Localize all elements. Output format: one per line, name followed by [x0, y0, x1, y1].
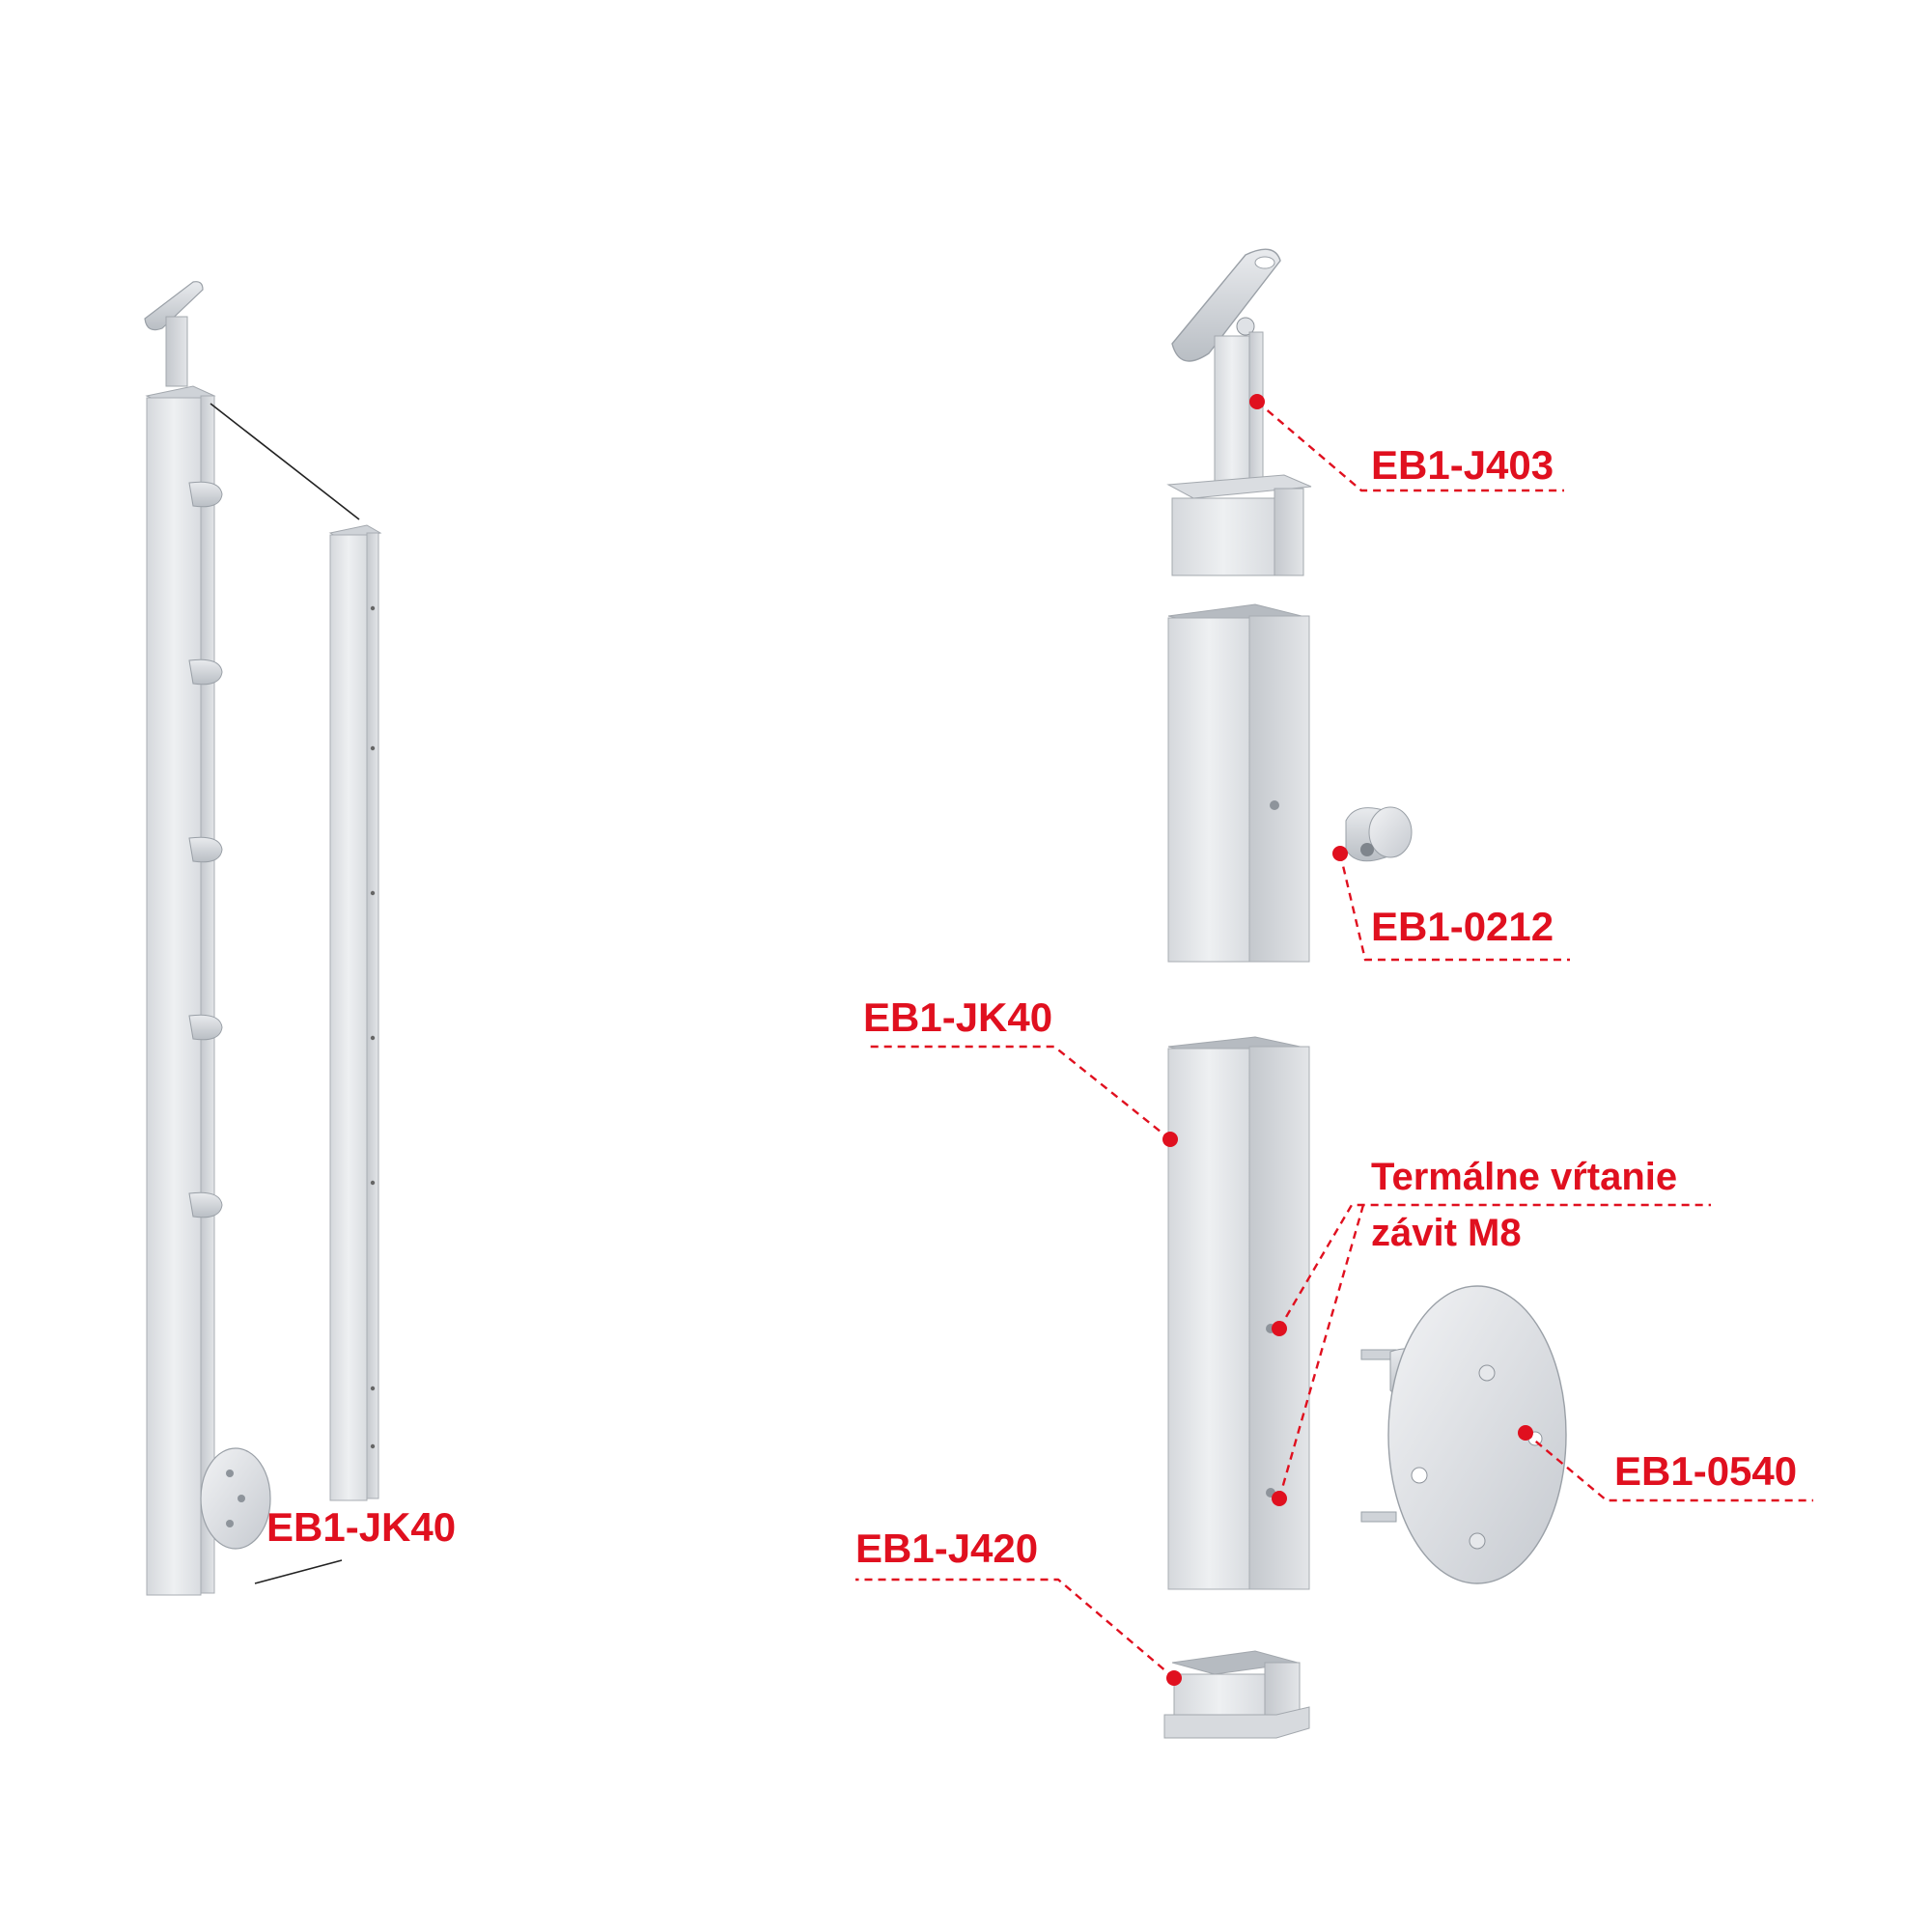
separate-post-tube — [328, 524, 382, 1501]
label-base-plate: EB1-0540 — [1614, 1448, 1797, 1494]
callout-bottom-plug: EB1-J420 — [855, 1526, 1182, 1686]
bottom-plug-part — [1163, 1650, 1310, 1739]
label-post-tube: EB1-JK40 — [863, 994, 1052, 1040]
callout-base-plate: EB1-0540 — [1518, 1425, 1813, 1502]
lower-tube-segment — [1167, 1036, 1310, 1590]
assembled-post — [144, 281, 271, 1596]
assembled-cable-holders — [188, 481, 223, 1218]
base-plate-part — [1360, 1285, 1567, 1584]
label-bottom-plug: EB1-J420 — [855, 1526, 1038, 1571]
callout-top-adapter: EB1-J403 — [1249, 394, 1564, 492]
label-assembled-post: EB1-JK40 — [266, 1504, 456, 1550]
assembled-handrail-saddle — [144, 281, 204, 387]
upper-tube-segment — [1167, 603, 1310, 963]
label-top-adapter: EB1-J403 — [1371, 442, 1554, 488]
cable-holder-part — [1345, 806, 1413, 862]
callout-cable-holder: EB1-0212 — [1332, 846, 1570, 962]
connector-line-bottom — [254, 1559, 343, 1584]
callout-thermal-drilling: Termálne vŕtanie závit M8 — [1272, 1156, 1711, 1506]
connector-line-top — [210, 403, 360, 520]
assembled-base-plate — [200, 1447, 271, 1550]
label-cable-holder: EB1-0212 — [1371, 904, 1554, 949]
label-thermal-drilling-line1: Termálne vŕtanie — [1371, 1156, 1677, 1198]
top-adapter-part — [1166, 248, 1312, 576]
label-thermal-drilling-line2: závit M8 — [1371, 1212, 1522, 1254]
callout-post-tube: EB1-JK40 — [863, 994, 1178, 1147]
